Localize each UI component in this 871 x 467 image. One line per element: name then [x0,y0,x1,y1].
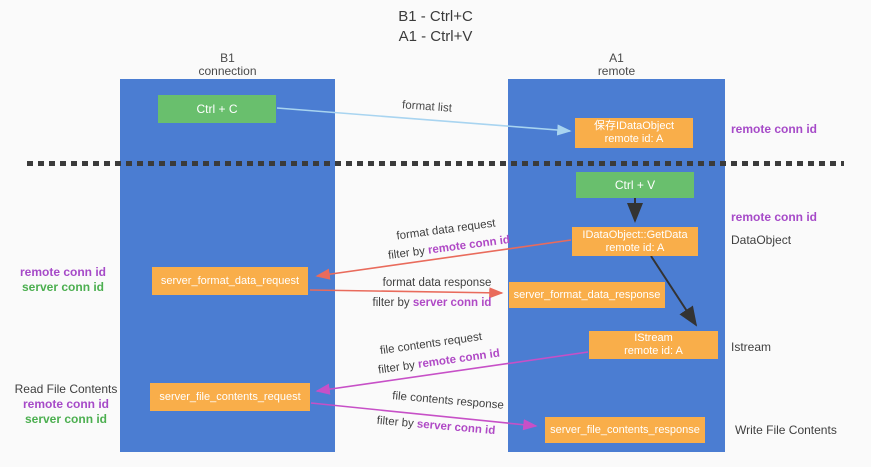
save-idataobject-line1: 保存IDataObject [593,120,675,132]
format-data-response-arrow [309,287,504,299]
server-format-data-response-label: server_format_data_response [513,288,661,301]
lane-a1-subtitle: remote [597,64,636,78]
server-conn-id-highlight: server conn id [412,297,492,309]
remote-conn-id-annotation-mid: remote conn id [731,210,818,224]
ctrl-v-box: Ctrl + V [576,172,694,198]
server-file-contents-request-label: server_file_contents_request [159,390,301,403]
lane-a1-name: A1 [609,51,624,65]
lane-b1-name: B1 [220,51,235,65]
write-file-contents-annotation: Write File Contents [735,423,837,437]
left-conn-id-group-1: remote conn id server conn id [18,265,108,295]
file-contents-response-filter-label: filter by server conn id [376,415,495,437]
format-data-response-label: format data response [382,277,492,289]
server-conn-id-highlight: server conn id [416,418,496,438]
filter-by-text: filter by [372,297,413,309]
ctrl-c-label: Ctrl + C [196,102,238,116]
filter-by-text: filter by [377,358,419,377]
server-format-data-request-box: server_format_data_request [152,267,308,295]
server-file-contents-request-box: server_file_contents_request [150,383,310,411]
ctrl-c-box: Ctrl + C [158,95,276,123]
diagram-title: B1 - Ctrl+C A1 - Ctrl+V [0,7,871,47]
server-conn-id-annotation-left-1: server conn id [21,280,105,294]
server-conn-id-annotation-left-2: server conn id [24,412,108,426]
istream-line1: IStream [634,332,673,344]
server-format-data-response-box: server_format_data_response [509,282,665,308]
server-file-contents-response-label: server_file_contents_response [550,423,700,436]
remote-conn-id-highlight: remote conn id [427,234,511,257]
idataobject-getdata-line2: remote id: A [605,241,665,254]
read-file-contents-annotation: Read File Contents [14,382,118,396]
filter-by-text: filter by [376,414,418,431]
istream-box: IStream remote id: A [589,331,718,359]
copy-paste-separator-line [27,161,844,166]
istream-annotation: Istream [731,340,772,354]
read-file-contents-group: Read File Contents remote conn id server… [14,382,118,427]
file-contents-response-label: file contents response [391,390,505,412]
title-line-2: A1 - Ctrl+V [398,28,473,45]
remote-conn-id-annotation-top: remote conn id [731,122,818,136]
lane-header-a1: A1 remote [508,52,725,78]
format-list-label: format list [401,99,453,115]
lane-header-b1: B1 connection [120,52,335,78]
server-file-contents-response-box: server_file_contents_response [545,417,705,443]
dataobject-annotation: DataObject [731,233,792,247]
format-data-response-filter-label: filter by server conn id [373,297,492,309]
save-idataobject-box: 保存IDataObject remote id: A [575,118,693,148]
idataobject-getdata-line1: IDataObject::GetData [582,228,688,241]
save-idataobject-line2: remote id: A [604,133,664,145]
remote-conn-id-annotation-left-2: remote conn id [22,397,109,411]
ctrl-v-label: Ctrl + V [614,178,656,192]
remote-conn-id-highlight: remote conn id [417,347,501,371]
lane-b1-subtitle: connection [198,64,257,78]
title-line-1: B1 - Ctrl+C [398,8,473,25]
istream-line2: remote id: A [624,345,683,357]
remote-conn-id-annotation-left-1: remote conn id [19,265,106,279]
idataobject-getdata-box: IDataObject::GetData remote id: A [572,227,698,256]
filter-by-text: filter by [387,244,429,262]
server-format-data-request-label: server_format_data_request [160,274,300,287]
